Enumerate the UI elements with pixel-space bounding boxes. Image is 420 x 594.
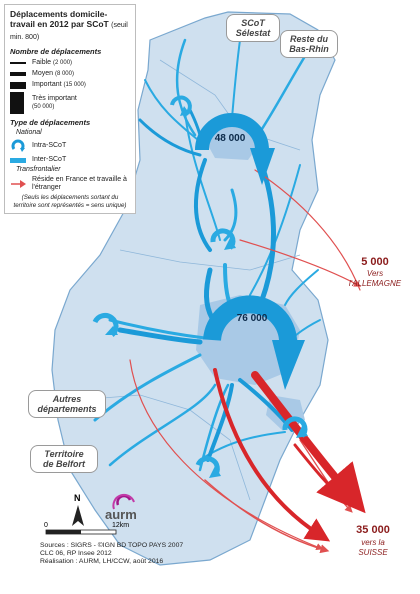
external-label-allemagne-1: Vers <box>366 269 384 278</box>
intra-loop-colmar <box>195 113 269 151</box>
north-arrow-icon <box>72 505 84 526</box>
scot-border <box>159 59 301 151</box>
legend-moyen: Moyen (8 000) <box>10 70 130 78</box>
external-value-allemagne: 5 000 <box>361 256 389 268</box>
legend-important: Important (15 000) <box>10 81 130 89</box>
legend-faible: Faible (2 000) <box>10 59 130 67</box>
external-label-suisse-2: SUISSE <box>358 548 388 557</box>
legend-tres-important: Très important(50 000) <box>10 92 130 114</box>
legend-title: Déplacements domicile-travail en 2012 pa… <box>10 9 128 41</box>
scale-km: 12km <box>112 522 130 529</box>
flow-value-mulhouse: 76 000 <box>236 313 268 324</box>
aurm-logo-text: aurm <box>105 507 137 522</box>
legend-type-heading: Type de déplacements <box>10 118 91 127</box>
scot-border <box>119 249 301 271</box>
flow-value-colmar: 48 000 <box>214 133 246 144</box>
scale-bar <box>45 529 117 535</box>
source-credits: Sources : SIGRS - ©IGN BD TOPO PAYS 2007… <box>40 542 184 566</box>
external-label-suisse-1: vers la <box>361 538 385 547</box>
external-label-allemagne-2: l'ALLEMAGNE <box>348 279 402 288</box>
scale-zero: 0 <box>44 522 48 529</box>
legend-national: National <box>16 129 42 136</box>
north-label: N <box>74 493 81 503</box>
legend-note: (Seuls les déplacements sortant du terri… <box>13 194 127 209</box>
intra-loop-mulhouse <box>203 295 298 346</box>
legend-intra: Intra-SCoT <box>10 139 130 153</box>
legend-count-heading: Nombre de déplacements <box>10 47 102 56</box>
aurm-logo-icon <box>112 493 135 510</box>
cross-border-thick <box>213 368 366 542</box>
legend-cross-border: Réside en France et travaille à l'étrang… <box>10 176 130 192</box>
legend-inter: Inter-SCoT <box>10 156 130 164</box>
map-legend: Déplacements domicile-travail en 2012 pa… <box>4 4 136 214</box>
legend-transfrontalier: Transfrontalier <box>16 166 61 173</box>
intra-scot-loops <box>92 95 308 478</box>
external-value-suisse: 35 000 <box>356 524 390 536</box>
